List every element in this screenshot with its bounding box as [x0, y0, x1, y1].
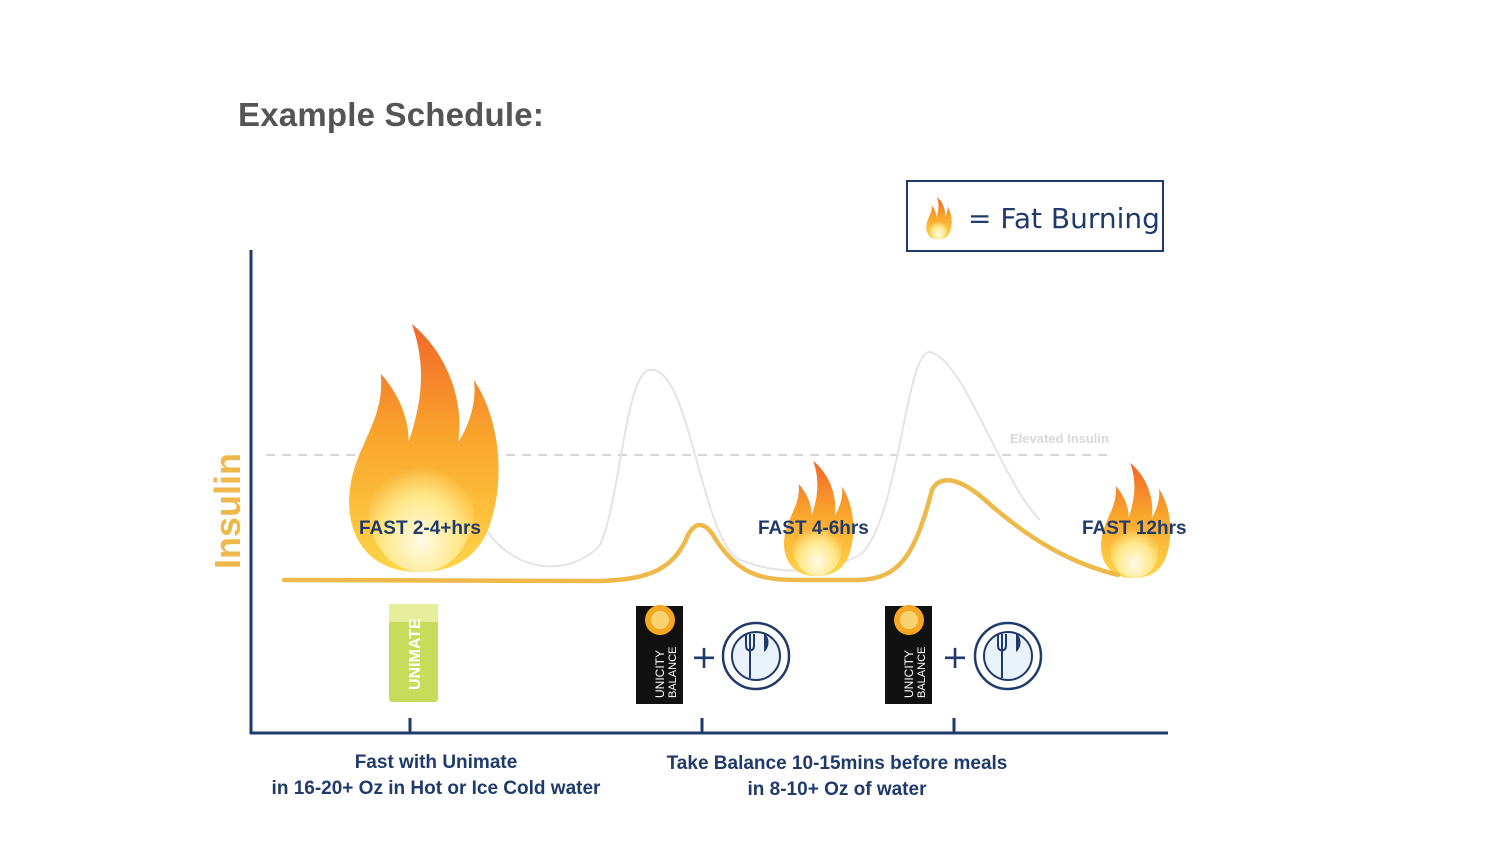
fast-label-2: FAST 4-6hrs — [758, 518, 869, 539]
plate-fork-knife-icon — [721, 621, 791, 691]
legend-box: = Fat Burning — [906, 180, 1164, 252]
insulin-curve — [281, 478, 1121, 584]
plus-icon: + — [691, 638, 718, 676]
balance-pack-name: BALANCE — [916, 647, 928, 698]
plate-fork-knife-icon — [973, 621, 1043, 691]
balance-caption: Take Balance 10-15mins before meals in 8… — [627, 751, 1047, 803]
balance-pack-icon: UNICITY BALANCE — [636, 605, 683, 704]
flame-icon — [926, 197, 952, 240]
balance-pack-brand: UNICITY — [902, 650, 916, 698]
unimate-pack-icon: UNIMATE — [389, 604, 438, 702]
plus-icon: + — [942, 638, 969, 676]
unimate-pack-label: UNIMATE — [407, 618, 424, 690]
unbalanced-insulin-curve — [479, 350, 1041, 572]
balance-pack-icon: UNICITY BALANCE — [885, 605, 932, 704]
unimate-caption: Fast with Unimate in 16-20+ Oz in Hot or… — [236, 750, 636, 802]
unimate-caption-line1: Fast with Unimate — [354, 752, 518, 773]
balance-pack-name: BALANCE — [667, 647, 679, 698]
balance-caption-line2: in 8-10+ Oz of water — [747, 779, 927, 800]
page-title: Example Schedule: — [238, 96, 545, 133]
fast-label-1: FAST 2-4+hrs — [359, 518, 481, 539]
fast-label-3: FAST 12hrs — [1082, 518, 1187, 539]
balance-pack-brand: UNICITY — [653, 650, 667, 698]
y-axis-label: Insulin — [207, 453, 248, 569]
elevated-insulin-label: Elevated Insulin — [1010, 431, 1109, 446]
unimate-caption-line2: in 16-20+ Oz in Hot or Ice Cold water — [271, 778, 601, 799]
balance-caption-line1: Take Balance 10-15mins before meals — [666, 753, 1008, 774]
legend-text: = Fat Burning — [968, 202, 1160, 235]
